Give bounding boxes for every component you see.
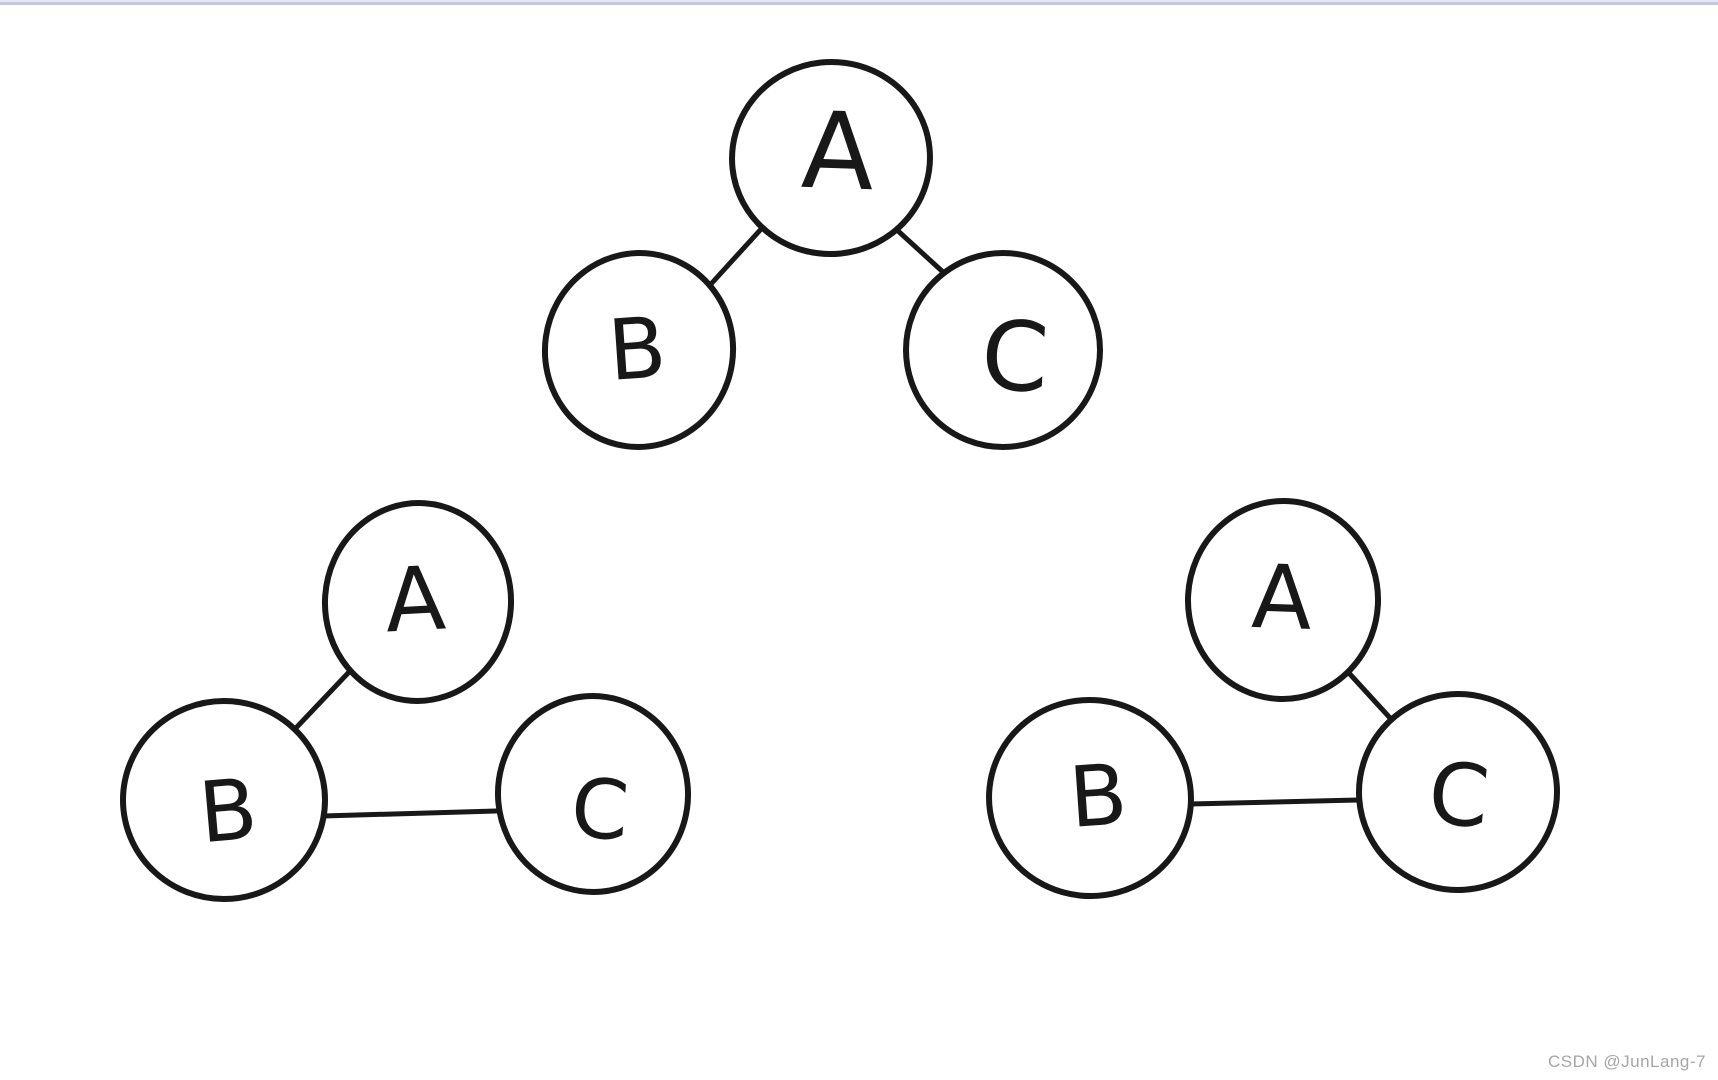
- edge-left-a-b: [292, 668, 353, 732]
- diagram-bottom-left: A B C: [120, 500, 692, 902]
- node-circle-left-a: [321, 500, 515, 704]
- top-border-line: [0, 2, 1718, 5]
- edge-right-b-c: [1187, 797, 1361, 807]
- node-circle-left-c: [494, 693, 692, 895]
- node-circle-top-b: [541, 250, 737, 450]
- diagram-bottom-right: A B C: [986, 498, 1560, 900]
- top-border-highlight: [0, 0, 1718, 2]
- edge-right-a-c: [1345, 669, 1394, 722]
- node-circle-top-c: [903, 250, 1103, 450]
- node-label-top-c: C: [978, 299, 1051, 414]
- edge-left-b-c: [320, 808, 499, 819]
- edge-top-a-c: [894, 227, 946, 275]
- node-circle-right-c: [1356, 690, 1560, 894]
- node-circle-right-b: [986, 696, 1194, 900]
- node-circle-right-a: [1184, 498, 1382, 702]
- diagram-top-tree: A B C: [541, 58, 1103, 450]
- edge-top-a-b: [708, 225, 765, 287]
- node-label-top-a: A: [800, 89, 877, 214]
- node-label-left-c: C: [568, 761, 632, 860]
- node-label-left-b: B: [195, 760, 261, 863]
- watermark: CSDN @JunLang-7: [1548, 1052, 1706, 1071]
- node-label-right-b: B: [1066, 745, 1130, 847]
- node-label-right-c: C: [1425, 744, 1494, 849]
- node-circle-left-b: [120, 698, 328, 902]
- node-label-top-b: B: [605, 298, 669, 400]
- node-label-left-a: A: [382, 546, 448, 652]
- node-label-right-a: A: [1250, 545, 1314, 650]
- node-circle-top-a: [729, 58, 933, 258]
